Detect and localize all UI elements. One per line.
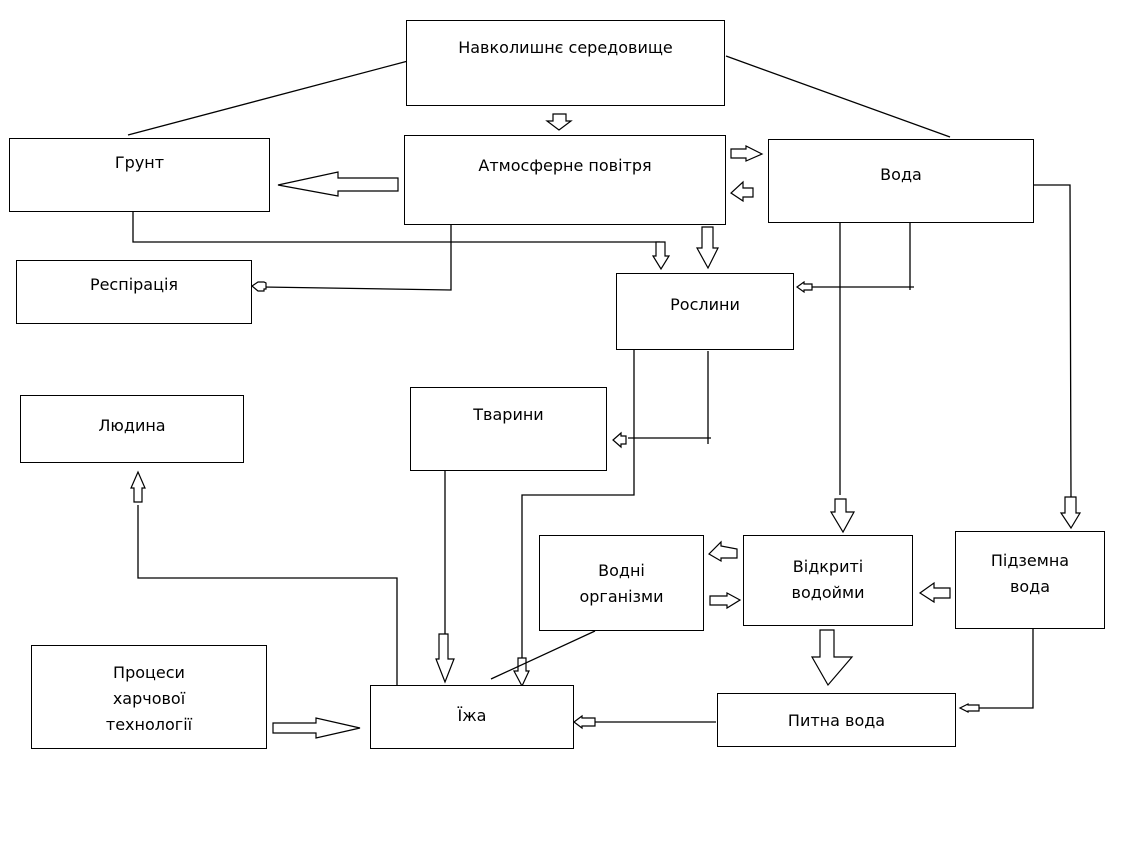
edge-environment-water (725, 55, 951, 138)
node-human: Людина (20, 395, 244, 463)
node-soil-label: Грунт (114, 153, 165, 172)
edge-plants-food (521, 349, 635, 675)
arrow-aquatic-reservoirs (709, 591, 742, 610)
node-respiration: Респірація (16, 260, 252, 324)
arrow-air-respiration (250, 281, 267, 292)
arrow-plants-animals (612, 431, 627, 449)
arrow-plants-food (513, 657, 530, 688)
node-environment: Навколишнє середовище (406, 20, 725, 106)
node-aquatic-organisms-label: Водні організми (579, 561, 664, 606)
node-groundwater-label: Підземна вода (990, 551, 1070, 596)
arrow-animals-food (435, 633, 455, 684)
node-groundwater: Підземна вода (955, 531, 1105, 629)
node-open-reservoirs: Відкриті водойми (743, 535, 913, 626)
edge-soil-plants (132, 212, 660, 243)
node-environment-label: Навколишнє середовище (458, 38, 673, 57)
arrow-water-reservoirs (829, 498, 856, 534)
node-drinking-water: Питна вода (717, 693, 956, 747)
arrow-drinking-food (573, 714, 596, 730)
node-respiration-label: Респірація (89, 275, 179, 294)
arrow-groundwater-reservoirs (918, 581, 951, 604)
arrow-soil-plants (651, 241, 671, 271)
node-drinking-water-label: Питна вода (787, 711, 886, 730)
edge-environment-soil (127, 60, 409, 136)
node-air: Атмосферне повітря (404, 135, 726, 225)
arrow-air-plants (695, 226, 719, 270)
node-air-label: Атмосферне повітря (478, 156, 652, 175)
node-human-label: Людина (98, 416, 166, 435)
node-water-label: Вода (880, 165, 922, 184)
arrow-food-human (130, 470, 146, 503)
node-soil: Грунт (9, 138, 270, 212)
node-food-label: Їжа (457, 706, 487, 725)
edge-air-respiration (262, 224, 452, 291)
arrow-air-soil (277, 171, 399, 197)
node-aquatic-organisms: Водні організми (539, 535, 704, 631)
arrow-reservoirs-aquatic (708, 540, 738, 563)
arrow-air-water (730, 145, 764, 162)
arrow-reservoirs-drinking (810, 629, 854, 687)
node-animals-label: Тварини (473, 405, 544, 424)
arrow-water-groundwater (1059, 496, 1082, 530)
arrow-water-plants (795, 280, 813, 294)
node-animals: Тварини (410, 387, 607, 471)
arrow-groundwater-drinking (958, 703, 980, 713)
node-food: Їжа (370, 685, 574, 749)
node-food-tech-label: Процеси харчової технології (105, 663, 193, 734)
node-open-reservoirs-label: Відкриті водойми (791, 557, 865, 602)
node-plants-label: Рослини (670, 295, 740, 314)
arrow-environment-air (545, 113, 573, 131)
node-water: Вода (768, 139, 1034, 223)
edge-groundwater-drinking (970, 629, 1034, 709)
node-food-tech: Процеси харчової технології (31, 645, 267, 749)
node-plants: Рослини (616, 273, 794, 350)
edge-aquatic-food (490, 630, 596, 680)
arrow-water-air (730, 180, 754, 203)
edge-water-groundwater (1034, 184, 1072, 499)
arrow-foodtech-food (272, 717, 361, 739)
edge-food-human (137, 505, 398, 685)
